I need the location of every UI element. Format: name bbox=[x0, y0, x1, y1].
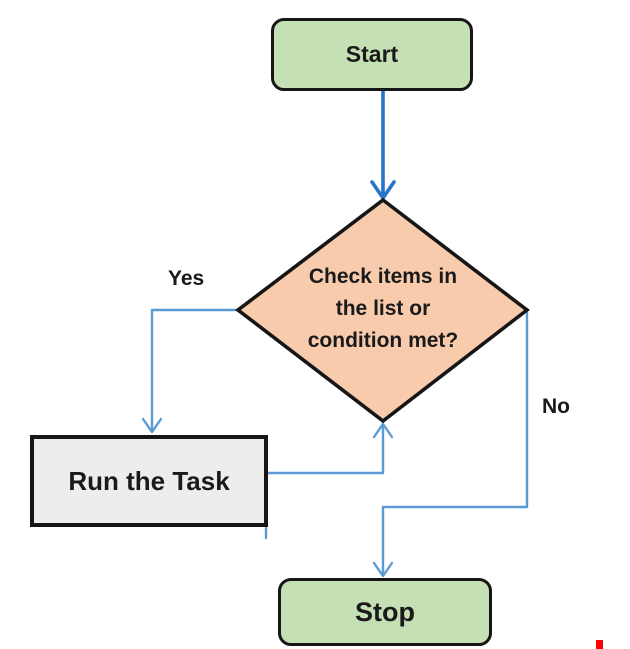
task-node: Run the Task bbox=[30, 435, 268, 527]
no-edge-label: No bbox=[542, 395, 570, 418]
edge-decision-to-task bbox=[150, 308, 240, 432]
edge-decision-to-task-arrowhead bbox=[141, 417, 163, 434]
edge-task-to-decision-arrowhead bbox=[372, 422, 394, 439]
stop-node: Stop bbox=[278, 578, 492, 646]
edge-decision-to-stop bbox=[381, 311, 529, 576]
task-node-label: Run the Task bbox=[68, 465, 230, 496]
red-cursor-artifact bbox=[596, 640, 603, 649]
stop-node-label: Stop bbox=[355, 596, 415, 627]
edge-task-to-decision bbox=[266, 424, 385, 475]
yes-edge-label: Yes bbox=[168, 267, 205, 290]
decision-diamond-shape bbox=[235, 197, 530, 424]
edge-decision-to-stop-arrowhead bbox=[372, 561, 394, 578]
decision-label-line-3: condition met? bbox=[307, 329, 459, 352]
decision-label-line-1: Check items in bbox=[308, 265, 458, 288]
decision-label-line-2: the list or bbox=[335, 297, 431, 320]
decision-node-label: Check items in the list or condition met… bbox=[263, 261, 503, 357]
start-node: Start bbox=[271, 18, 473, 91]
start-node-label: Start bbox=[345, 41, 399, 67]
